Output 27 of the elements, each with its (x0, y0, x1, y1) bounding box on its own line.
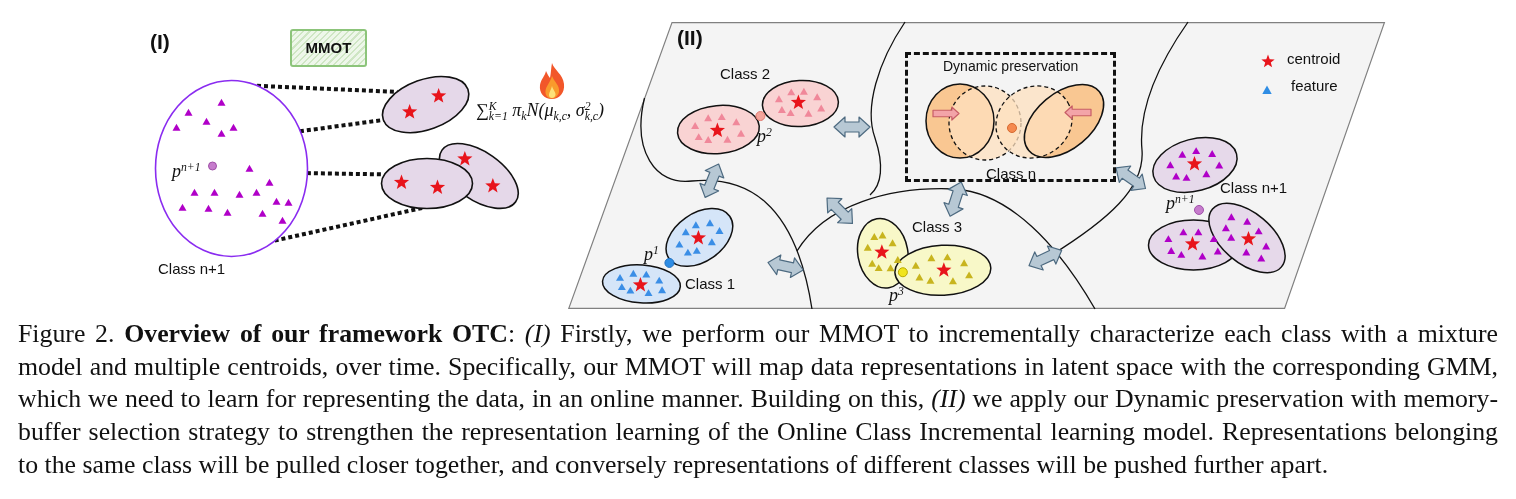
formula: ∑$_{k=1}$$^{K}$ π$_{k}$N(μ$_{k,c}$, σ$^{2}$$_{k,c}$) (476, 99, 604, 123)
method-name: MMOT (305, 39, 352, 57)
point-label: p$^{1}$ (644, 243, 659, 266)
figure-caption: Figure 2. Overview of our framework OTC: (I) Firstly, we perform our MMOT to incrementally characterize each class with a mixture model and multiple centroids, over time. Specifically, our MMOT will map data representations in latent space with the corresponding GMM, which we need to learn for representing the data, in an online manner. Building on this, (II) we apply our Dynamic preservation with memory-buffer selection strategy to strengthen the representation learning of the Online Class Incremental learning model. Representations belonging to the same class will be pulled closer together, and conversely representations of different classes will be pushed further apart. (18, 318, 1498, 481)
panel-label: (II) (677, 25, 703, 51)
dotted-line (256, 83, 398, 94)
cluster-ellipse (379, 156, 474, 210)
panel-label: (I) (150, 29, 170, 55)
dotted-line (274, 205, 423, 243)
class-label: Class 1 (685, 275, 736, 293)
point-label: p$^{n+1}$ (172, 160, 201, 183)
point-label: p$^{n+1}$ (1166, 192, 1195, 215)
method-box (290, 29, 367, 67)
cluster-ellipse (438, 142, 520, 210)
point-label: p$^{2}$ (757, 125, 772, 148)
highlight-box (905, 52, 1116, 182)
class-label: Class n+1 (1220, 179, 1288, 197)
class-label: Class 2 (720, 65, 771, 83)
box-title: Dynamic preservation (943, 58, 1079, 75)
dotted-line (306, 171, 384, 177)
class-label: Class 3 (912, 218, 963, 236)
class-label: Class n+1 (158, 260, 226, 278)
legend-label: centroid (1287, 50, 1341, 68)
cluster-ellipse (381, 74, 471, 135)
legend-label: feature (1291, 77, 1338, 95)
point-label: p$^{3}$ (889, 284, 904, 307)
class-label: Class n (986, 165, 1037, 183)
